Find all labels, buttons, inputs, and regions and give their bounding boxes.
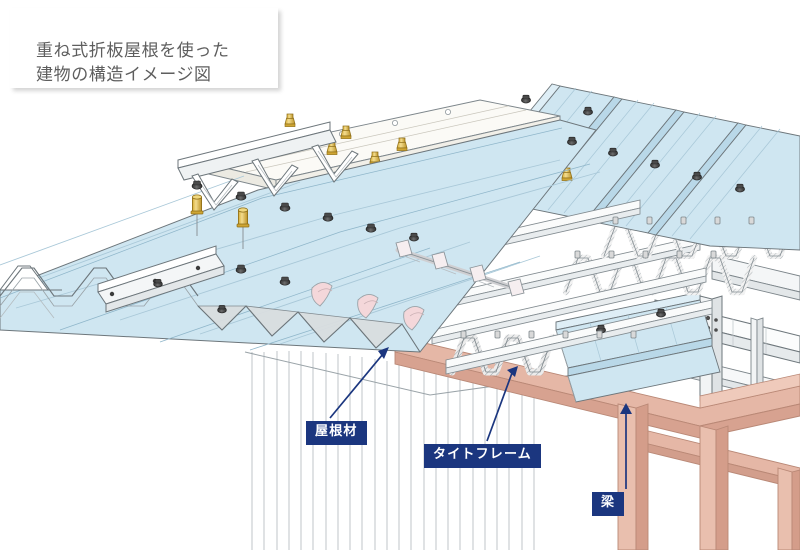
callout-label-beam: 梁 xyxy=(592,492,625,516)
ridge-bracket-bar-left xyxy=(177,121,359,211)
beams-group xyxy=(394,335,800,550)
title-card: 重ね式折板屋根を使った 建物の構造イメージ図 xyxy=(10,8,278,88)
fastener-caps xyxy=(153,94,745,334)
roof-eave-profile xyxy=(0,265,421,353)
arrow-beam xyxy=(620,403,632,489)
tight-frame-bolts xyxy=(460,216,755,339)
hanger-clips xyxy=(311,282,425,331)
title-line-2: 建物の構造イメージ図 xyxy=(36,65,212,85)
purlin-rails-mid xyxy=(417,235,713,375)
callout-arrows xyxy=(329,347,632,489)
arrow-frame xyxy=(486,366,518,442)
arrow-roof xyxy=(329,347,389,419)
callout-label-tight-frame: タイトフレーム xyxy=(424,444,542,468)
callout-label-roofing-material: 屋根材 xyxy=(306,421,367,445)
tight-frame-row-middle xyxy=(562,254,758,296)
fastener-cap xyxy=(153,94,745,334)
tie-rod-brace xyxy=(395,239,525,297)
roof-bolts-gold-left xyxy=(190,194,250,249)
eave-channel-left xyxy=(97,245,225,313)
title-line-1: 重ね式折板屋根を使った xyxy=(36,41,230,61)
